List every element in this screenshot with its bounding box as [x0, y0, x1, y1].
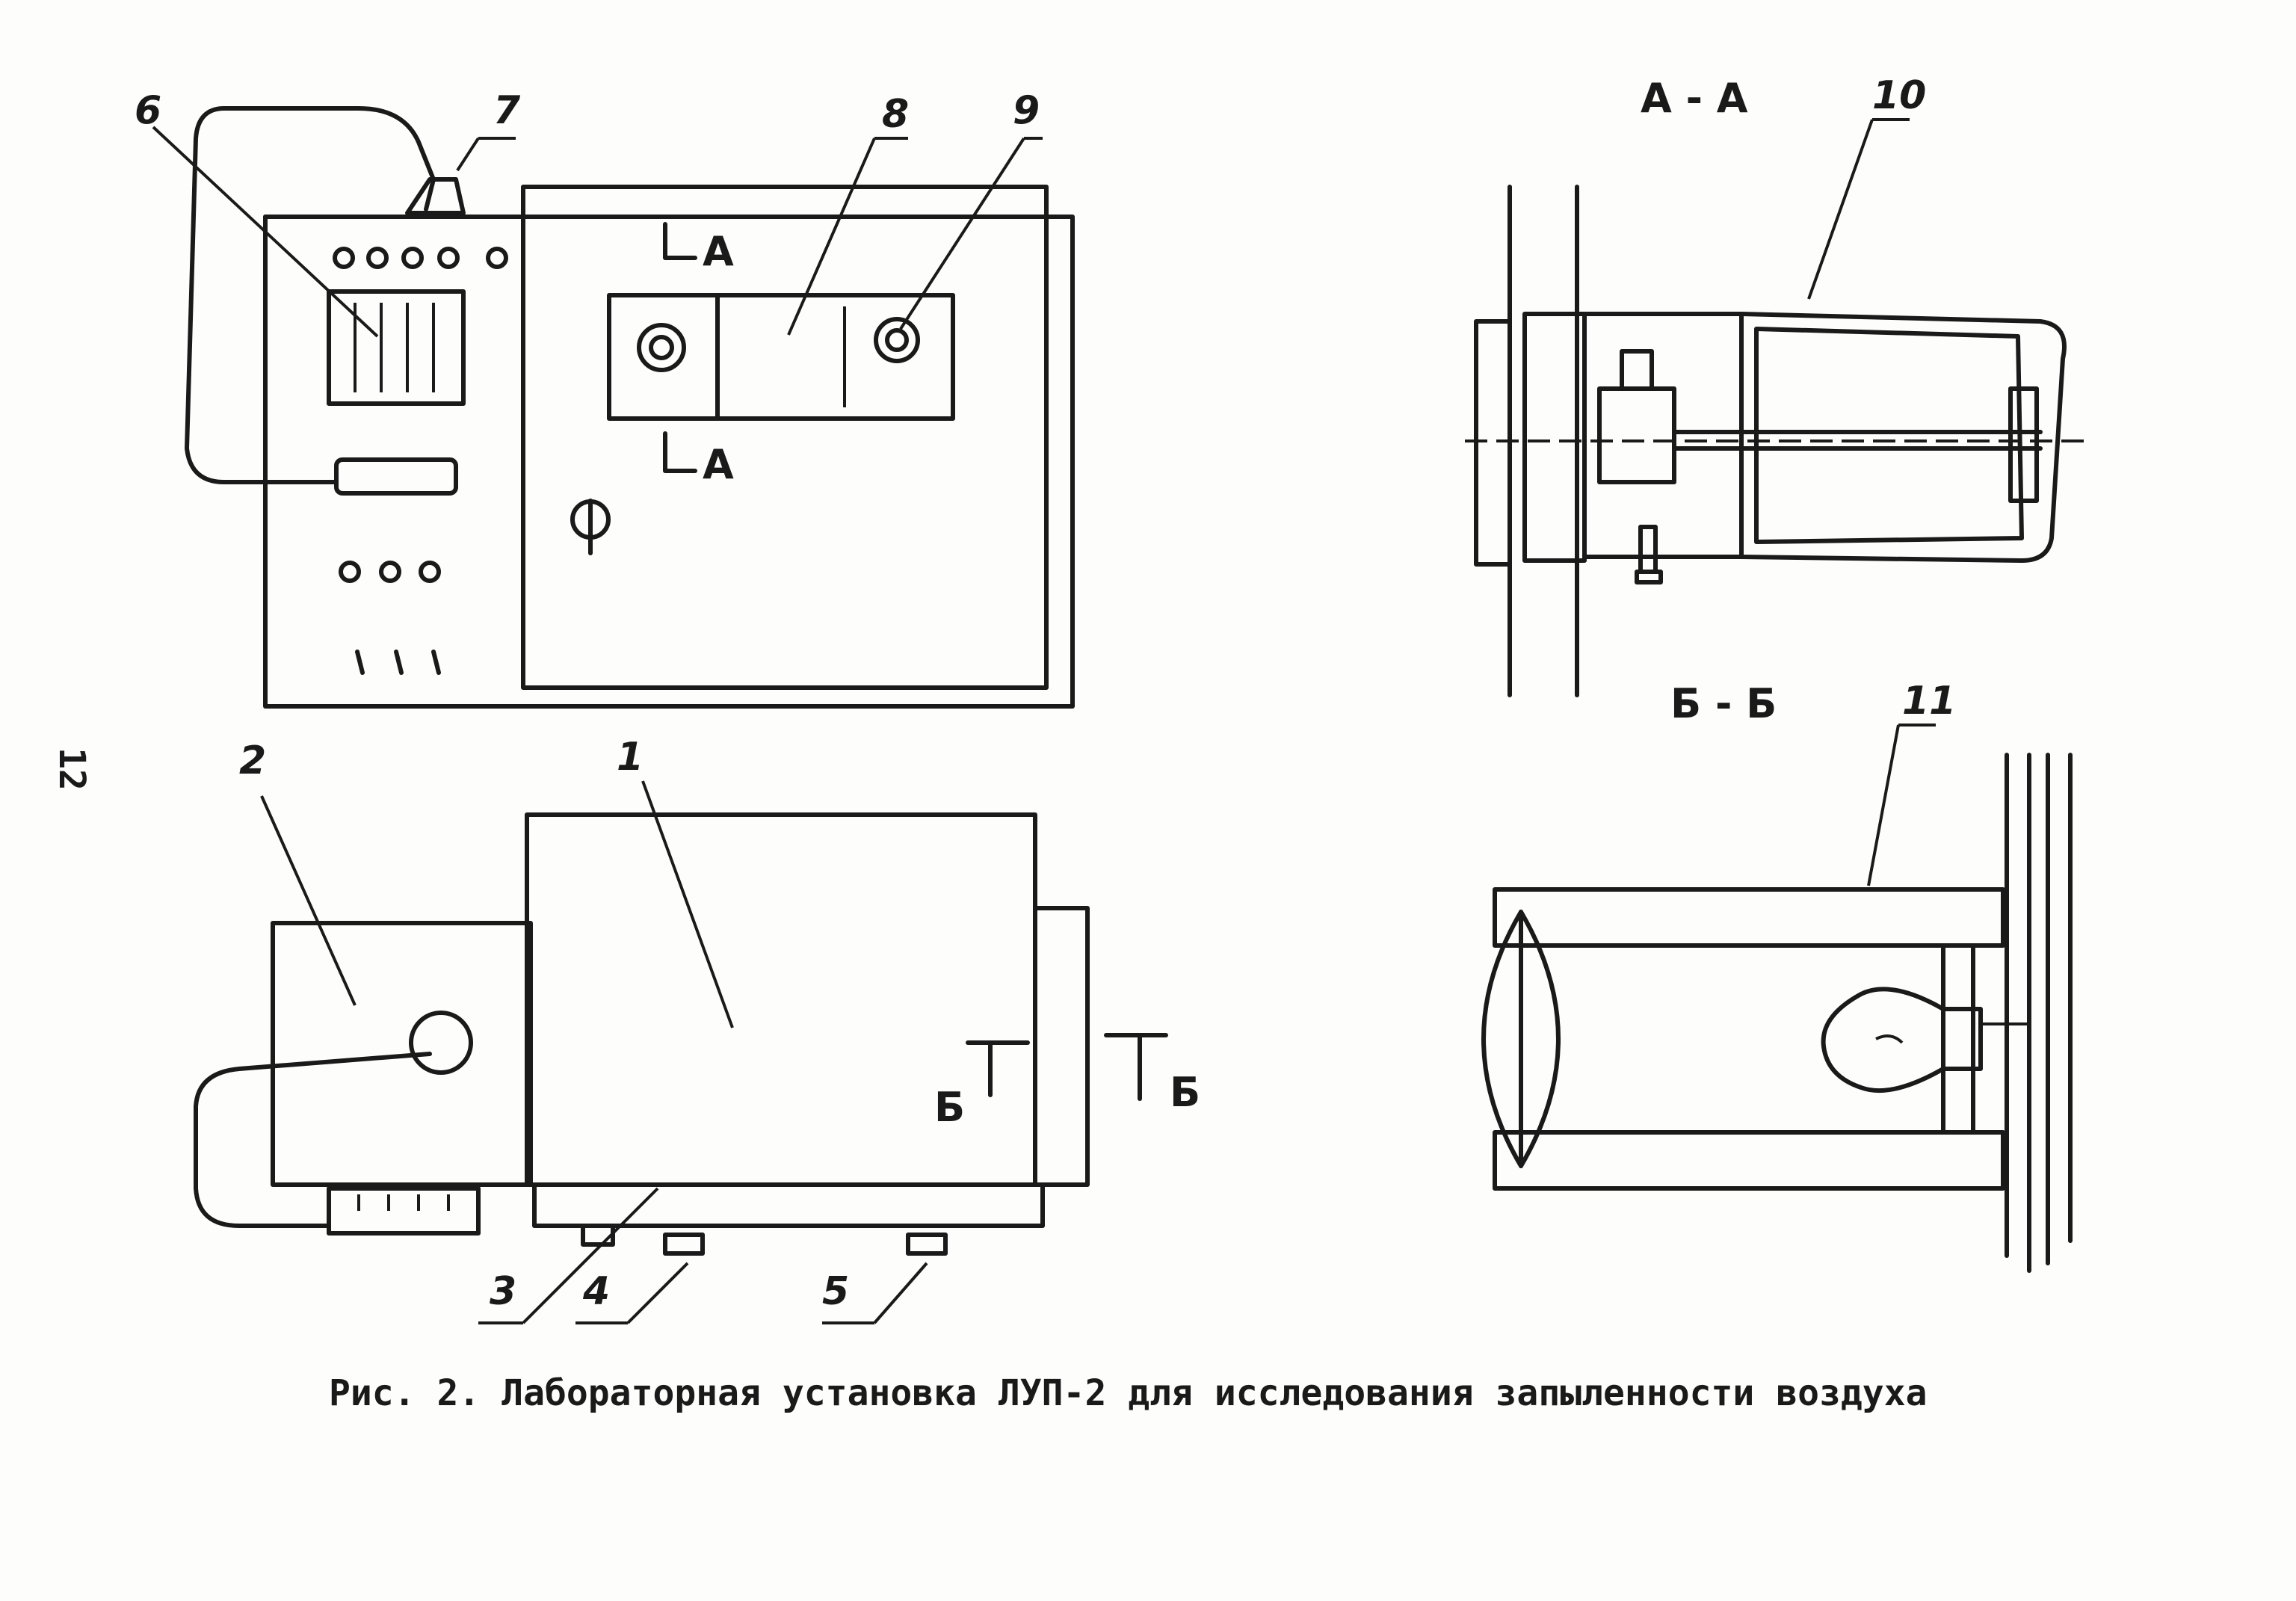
- indicator-lamps: [333, 247, 508, 269]
- label-7: 7: [493, 88, 521, 133]
- label-10: 10: [1872, 73, 1926, 118]
- section-title-aa: А - А: [1641, 75, 1748, 122]
- label-6: 6: [135, 88, 161, 133]
- section-mark-b-left: Б: [934, 1084, 965, 1131]
- tube-wall-top: [1493, 887, 2005, 948]
- figure-caption: Рис. 2. Лабораторная установка ЛУП-2 для…: [329, 1372, 1927, 1414]
- foot-front: [581, 1224, 615, 1247]
- label-3: 3: [490, 1269, 516, 1314]
- control-block: [271, 921, 533, 1187]
- switch-levers: [355, 650, 441, 675]
- leveling-screw-4: [663, 1233, 705, 1256]
- section-aa: [1465, 118, 2085, 697]
- clamp-block: [1582, 312, 1744, 559]
- section-bb: [1481, 724, 2073, 1273]
- label-1: 1: [617, 735, 644, 780]
- clamp-core: [1597, 386, 1676, 484]
- label-2: 2: [239, 738, 266, 783]
- label-4: 4: [582, 1269, 610, 1314]
- side-cable: [194, 1052, 432, 1228]
- terminal-strip: [327, 1186, 481, 1236]
- probe-handle: [334, 457, 458, 496]
- base-plate: [532, 1182, 1045, 1228]
- label-5: 5: [822, 1269, 849, 1314]
- section-mark-a-top: А: [703, 228, 734, 275]
- lamp-bulb: [1821, 987, 2029, 1093]
- tube-wall-bottom: [1493, 1130, 2005, 1191]
- labels: 6 7 8 9 10 11 2 1 3 4 5 А А Б Б А - А Б …: [51, 73, 1956, 1414]
- page-number: 12: [51, 747, 93, 791]
- leveling-screw-5: [906, 1233, 948, 1256]
- mount-plate: [1474, 319, 1512, 567]
- label-9: 9: [1013, 88, 1040, 133]
- front-panel-outline: [263, 215, 1075, 709]
- cable: [185, 106, 436, 484]
- clamp-screw-left: [637, 323, 686, 372]
- label-11: 11: [1902, 679, 1956, 724]
- clamp-screw-right: [874, 317, 920, 363]
- lamp-hood: [1739, 312, 2067, 563]
- cable-plug: [405, 177, 466, 215]
- sample-holder: [607, 293, 955, 421]
- housing-end-cap: [1033, 906, 1090, 1187]
- front-cover: [521, 185, 1049, 690]
- section-title-bb: Б - Б: [1670, 680, 1777, 727]
- section-mark-a-bottom: А: [703, 441, 734, 488]
- front-view: [152, 106, 1075, 709]
- side-view: [194, 780, 1168, 1324]
- label-8: 8: [882, 92, 909, 137]
- cable-entry: [409, 1011, 473, 1075]
- meter-scale: [327, 289, 466, 406]
- section-mark-b-right: Б: [1170, 1069, 1200, 1116]
